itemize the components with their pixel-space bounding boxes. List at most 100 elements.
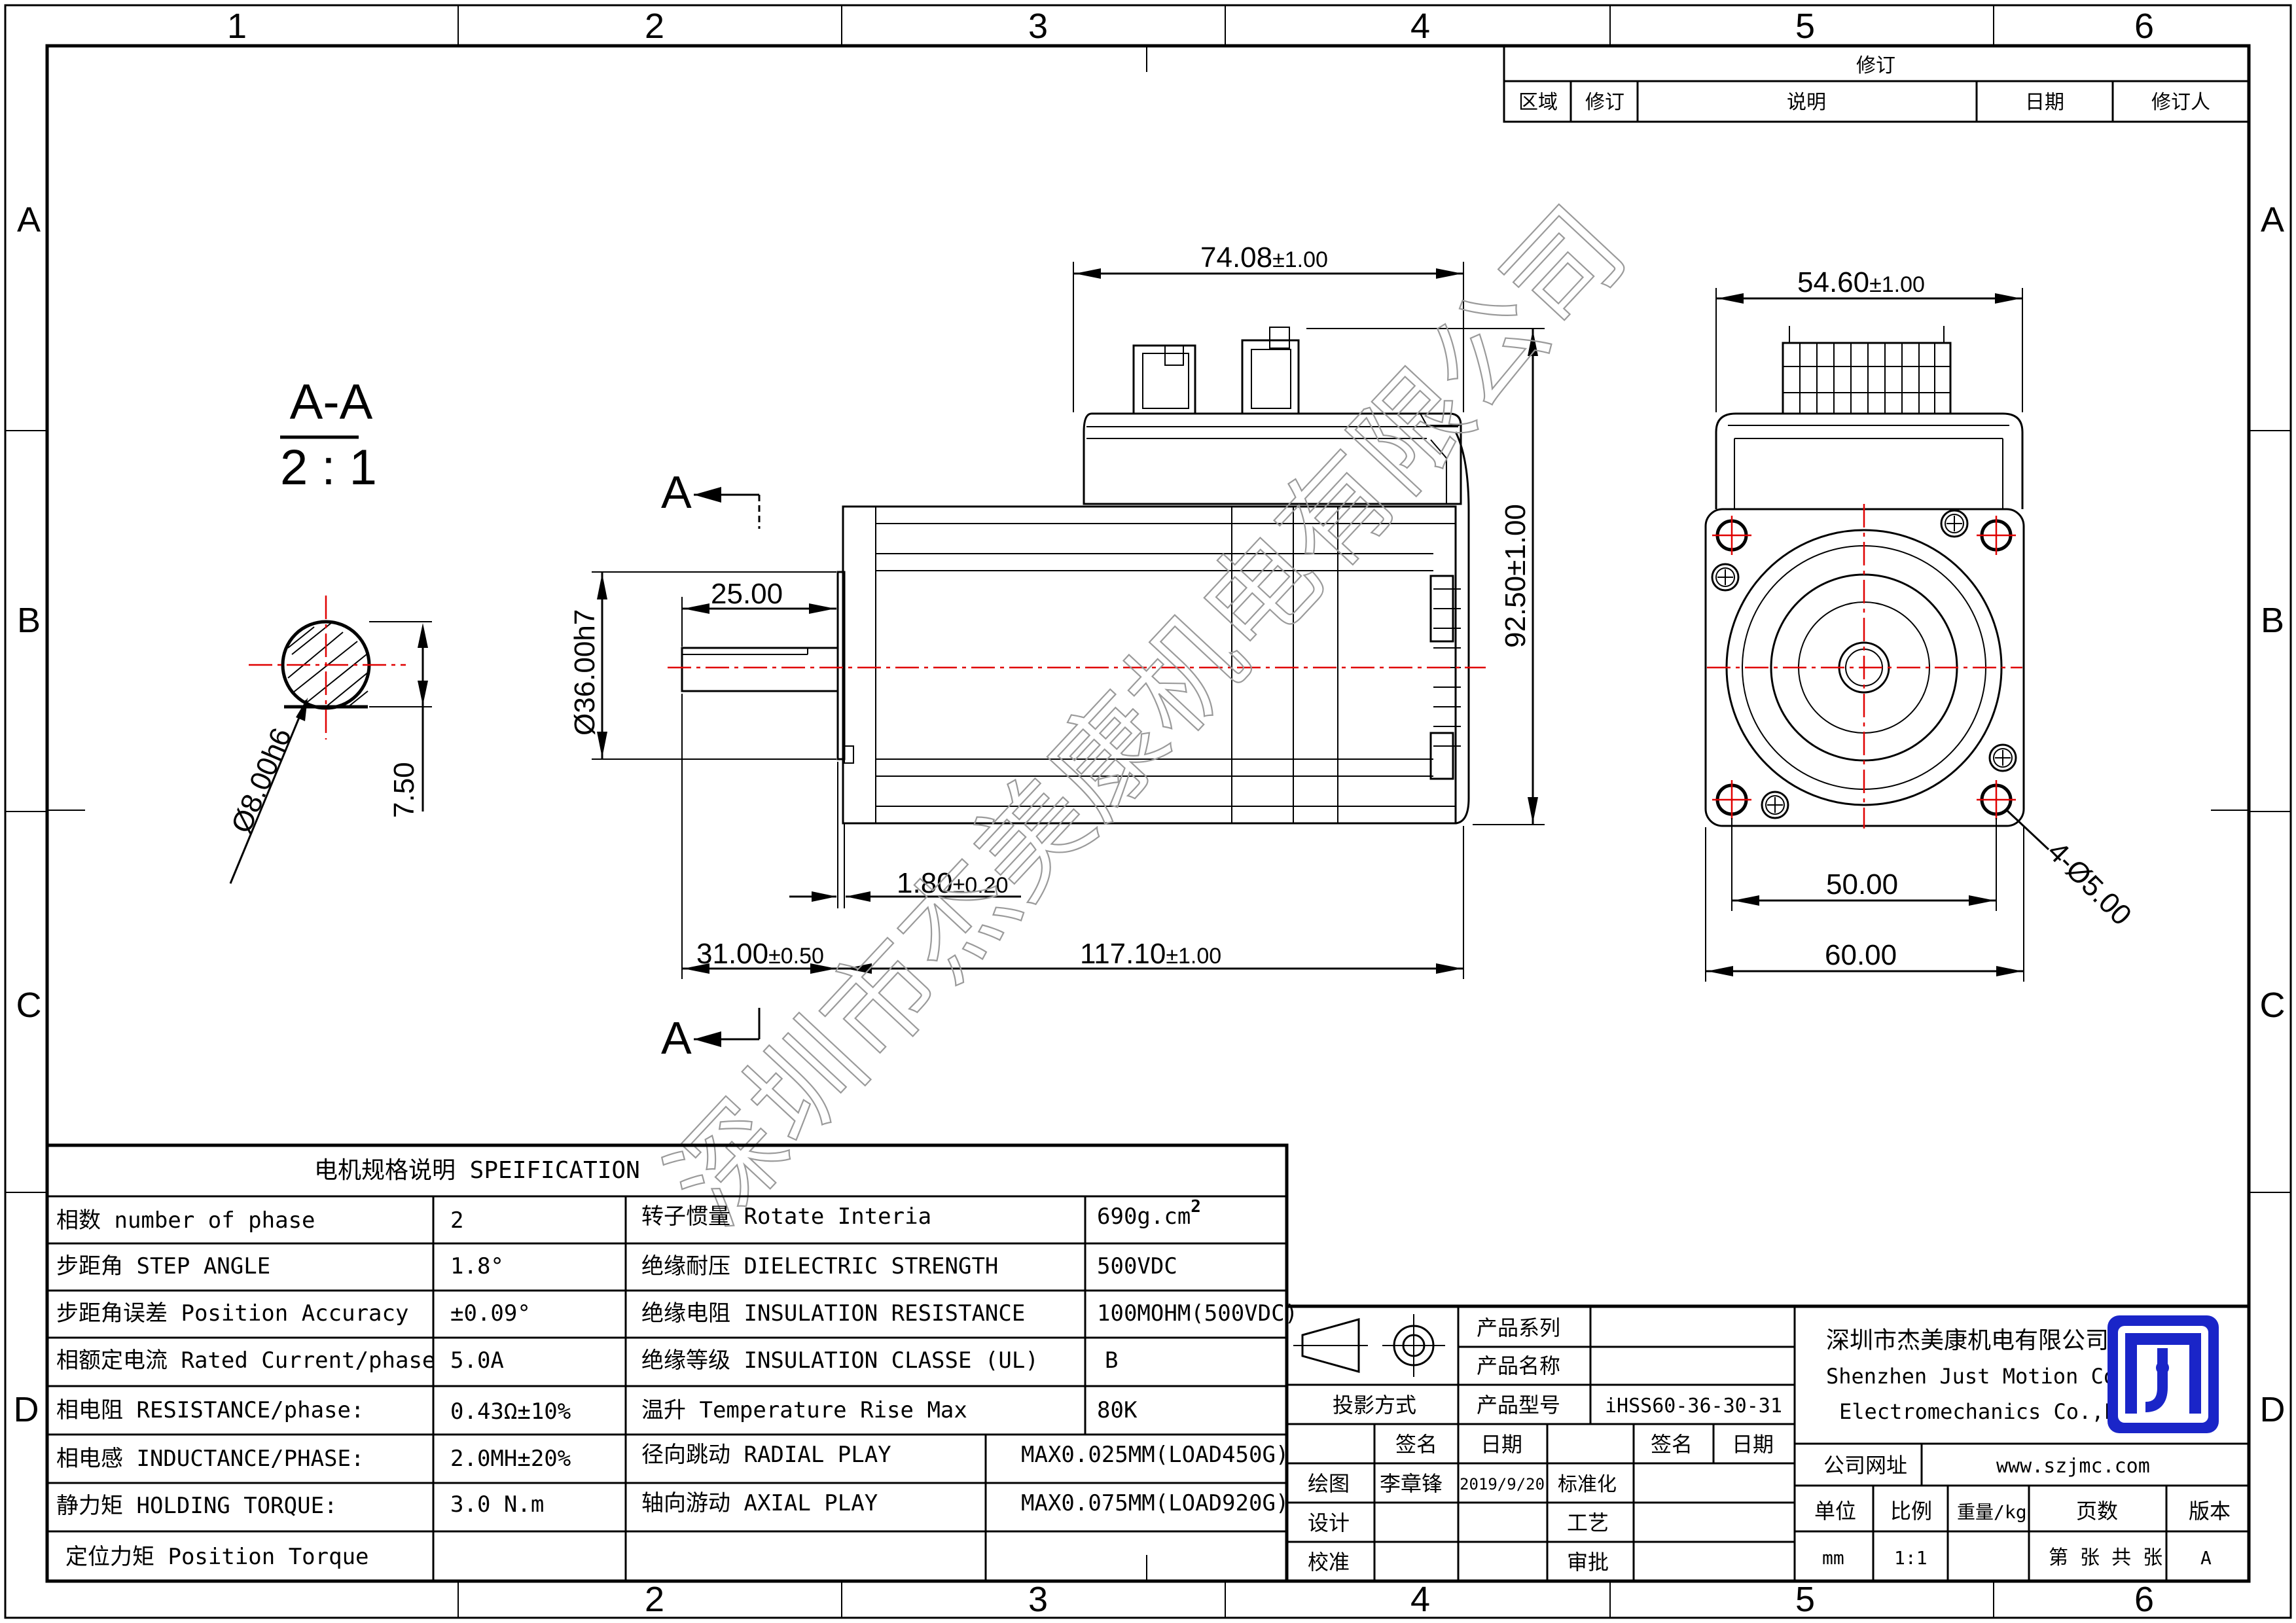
- height-dim: 92.50±1.00: [1499, 504, 1532, 648]
- tb-process: 工艺: [1567, 1510, 1609, 1535]
- tb-sign: 签名: [1395, 1432, 1437, 1457]
- tb-product-model: 产品型号: [1477, 1393, 1560, 1418]
- revision-table: 修订 区域 修订 说明 日期 修订人: [1503, 45, 2250, 123]
- revision-header: 修订: [1585, 91, 1624, 114]
- tb-sign: 签名: [1651, 1432, 1693, 1457]
- spec-value: 1.8°: [450, 1253, 504, 1279]
- spec-value: 0.43Ω±10%: [450, 1399, 571, 1425]
- tb-model-value: iHSS60-36-30-31: [1605, 1395, 1782, 1418]
- row-label: B: [17, 601, 41, 640]
- spec-value: 5.0A: [450, 1347, 504, 1374]
- tb-unit: 单位: [1814, 1499, 1856, 1524]
- tb-website-label: 公司网址: [1823, 1453, 1907, 1478]
- boss-len-dim: 1.80±0.20: [897, 867, 1008, 899]
- watermark: 深圳市杰美康机电有限公司: [645, 184, 1650, 1249]
- top-length-dim: 74.08±1.00: [1200, 241, 1328, 274]
- spec-label: 步距角 STEP ANGLE: [56, 1253, 270, 1279]
- spec-value: 690g.cm2: [1097, 1197, 1201, 1230]
- projection-symbol-icon: [1293, 1314, 1445, 1377]
- spec-value: B: [1105, 1347, 1118, 1374]
- tb-date: 日期: [1732, 1432, 1774, 1457]
- tb-unit-value: mm: [1822, 1547, 1844, 1569]
- flat-dim: 7.50: [388, 762, 420, 818]
- spec-value: 2.0MH±20%: [450, 1446, 571, 1472]
- tb-ratio: 比例: [1890, 1499, 1932, 1524]
- tb-company-cn: 深圳市杰美康机电有限公司: [1826, 1327, 2109, 1354]
- col-label: 3: [1028, 1580, 1048, 1619]
- holes-dim: 4-Ø5.00: [2041, 835, 2138, 931]
- tb-ratio-value: 1:1: [1894, 1547, 1928, 1569]
- tb-weight: 重量/kg: [1957, 1501, 2027, 1523]
- spec-value: 3.0 N.m: [450, 1491, 544, 1518]
- col-label: 5: [1795, 1580, 1815, 1619]
- tb-design: 设计: [1308, 1510, 1350, 1535]
- spec-label: 相电感 INDUCTANCE/PHASE:: [56, 1446, 364, 1472]
- row-label: C: [16, 986, 42, 1025]
- row-label: A: [2261, 200, 2284, 240]
- tb-draw: 绘图: [1308, 1471, 1350, 1496]
- mounting-holes: [1712, 516, 2016, 819]
- spec-label: 相数 number of phase: [56, 1207, 315, 1234]
- spec-label: 转子惯量 Rotate Interia: [641, 1204, 931, 1230]
- revision-header: 区域: [1518, 91, 1558, 114]
- col-label: 6: [2134, 1580, 2154, 1619]
- section-scale: 2 : 1: [280, 440, 377, 495]
- spec-label: 绝缘电阻 INSULATION RESISTANCE: [641, 1300, 1025, 1327]
- revision-title: 修订: [1856, 54, 1895, 77]
- tb-product-series: 产品系列: [1477, 1315, 1560, 1340]
- tb-approve: 审批: [1567, 1550, 1609, 1575]
- spec-label: 步距角误差 Position Accuracy: [56, 1300, 408, 1327]
- side-view: A A: [569, 241, 1545, 1063]
- spec-label: 定位力矩 Position Torque: [65, 1544, 369, 1570]
- pilot-dia-dim: Ø36.00h7: [569, 609, 601, 736]
- shaft-ext-dim: 31.00±0.50: [696, 938, 824, 970]
- spec-label: 轴向游动 AXIAL PLAY: [641, 1490, 878, 1516]
- col-label: 3: [1028, 7, 1048, 46]
- section-label: A-A: [290, 374, 373, 430]
- spec-label: 绝缘等级 INSULATION CLASSE (UL): [641, 1347, 1039, 1374]
- row-label: D: [2260, 1390, 2286, 1429]
- col-label: 4: [1410, 7, 1430, 46]
- row-label: D: [14, 1390, 39, 1429]
- tb-draw-date: 2019/9/20: [1460, 1475, 1545, 1493]
- tb-pages-value: 第 张 共 张: [2049, 1546, 2162, 1569]
- col-label: 4: [1410, 1580, 1430, 1619]
- tb-version-value: A: [2200, 1547, 2212, 1569]
- section-view: A-A 2 : 1 7.50 Ø8.00h6: [225, 374, 432, 884]
- tb-product-name: 产品名称: [1477, 1353, 1560, 1378]
- col-label: 6: [2134, 7, 2154, 46]
- spec-label: 相电阻 RESISTANCE/phase:: [56, 1397, 364, 1423]
- tb-pages: 页数: [2076, 1499, 2118, 1524]
- body-len-dim: 117.10±1.00: [1080, 938, 1221, 970]
- col-label: 2: [645, 7, 664, 46]
- shaft-dia-dim: Ø8.00h6: [225, 723, 298, 838]
- spec-label: 相额定电流 Rated Current/phase: [56, 1347, 435, 1374]
- front-view: 54.60±1.00 50.00 60.00 4-Ø5.00: [1704, 266, 2138, 982]
- tb-date: 日期: [1480, 1432, 1522, 1457]
- tb-website: www.szjmc.com: [1996, 1455, 2150, 1478]
- title-block: 产品系列 产品名称 投影方式 产品型号 iHSS60-36-30-31 签名 日…: [1285, 1304, 2251, 1583]
- spec-label: 温升 Temperature Rise Max: [641, 1397, 967, 1423]
- spec-value: MAX0.025MM(LOAD450G): [1021, 1442, 1289, 1468]
- col-label: 1: [227, 7, 247, 46]
- cut-arrow-label: A: [661, 1012, 692, 1063]
- col-label: 5: [1795, 7, 1815, 46]
- revision-header: 说明: [1787, 91, 1826, 114]
- spec-value: 500VDC: [1097, 1253, 1177, 1279]
- spec-value: 100MOHM(500VDC): [1097, 1300, 1298, 1327]
- company-logo: [2108, 1315, 2219, 1433]
- spec-title: 电机规格说明 SPEIFICATION: [314, 1157, 640, 1184]
- row-label: B: [2261, 601, 2284, 640]
- spec-table: 电机规格说明 SPEIFICATION 相数 number of phase 2…: [45, 1143, 1298, 1583]
- revision-header: 日期: [2025, 91, 2064, 114]
- row-label: C: [2260, 986, 2286, 1025]
- tb-projection: 投影方式: [1333, 1393, 1416, 1418]
- shaft-len-dim: 25.00: [711, 578, 783, 610]
- spec-value: 80K: [1097, 1397, 1138, 1423]
- spec-label: 绝缘耐压 DIELECTRIC STRENGTH: [641, 1253, 998, 1279]
- screw-icon: [1711, 509, 2017, 819]
- spec-label: 径向跳动 RADIAL PLAY: [641, 1442, 891, 1468]
- spec-value: ±0.09°: [450, 1300, 531, 1327]
- cut-arrow-label: A: [661, 467, 692, 518]
